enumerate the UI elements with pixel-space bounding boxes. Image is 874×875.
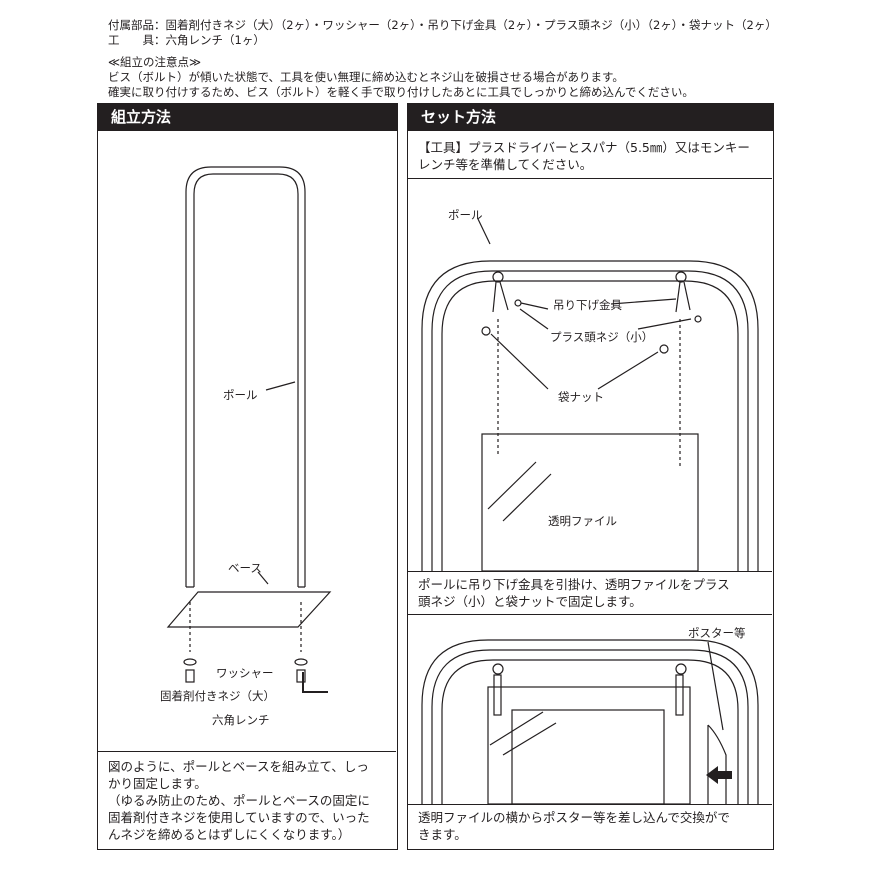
assembly-text: んネジを締めるとはずしにくくなります。）: [108, 827, 351, 842]
caution-title: ≪組立の注意点≫: [108, 55, 202, 69]
label-pole: ポール: [223, 388, 258, 402]
setup-caption-2: 透明ファイルの横からポスター等を差し込んで交換がで きます。: [408, 804, 772, 848]
setup-tools: 【工具】プラスドライバーとスパナ（5.5㎜）又はモンキー レンチ等を準備してくだ…: [408, 131, 772, 179]
label-washer: ワッシャー: [216, 666, 274, 680]
assembly-title: 組立方法: [97, 103, 398, 131]
setup-panel: セット方法 【工具】プラスドライバーとスパナ（5.5㎜）又はモンキー レンチ等を…: [407, 103, 774, 850]
caption-text: きます。: [418, 827, 467, 842]
caution-text-2: 確実に取り付けするため、ビス（ボルト）を軽く手で取り付けしたあとに工具でしっかり…: [108, 85, 694, 99]
caption-text: 頭ネジ（小）と袋ナットで固定します。: [418, 594, 642, 609]
label-poster: ポスター等: [688, 626, 746, 640]
label-file: 透明ファイル: [548, 514, 617, 528]
assembly-text: 固着剤付きネジを使用していますので、いった: [108, 810, 370, 825]
parts-list: 付属部品：固着剤付きネジ（大）（2ヶ）・ワッシャー（2ヶ）・吊り下げ金具（2ヶ）…: [108, 18, 777, 32]
caption-text: 透明ファイルの横からポスター等を差し込んで交換がで: [418, 810, 730, 825]
label-hanger: 吊り下げ金具: [553, 298, 622, 312]
assembly-diagram: ポール ベース ワッシャー 固着剤付きネジ（大） 六角レンチ: [160, 166, 332, 727]
label-screw: 固着剤付きネジ（大）: [160, 689, 275, 703]
label-cap-nut: 袋ナット: [558, 390, 604, 404]
setup-title: セット方法: [407, 103, 774, 131]
caution-text-1: ビス（ボルト）が傾いた状態で、工具を使い無理に締め込むとネジ山を破損させる場合が…: [108, 70, 624, 84]
assembly-panel: 組立方法 ポール ベース ワッシャー 固着剤付きネジ（大） 六角レンチ 図のよう…: [97, 103, 398, 850]
tools-list: 工 具：六角レンチ（1ヶ）: [108, 33, 265, 47]
caption-text: ポールに吊り下げ金具を引掛け、透明ファイルをプラス: [418, 577, 730, 592]
arrow-icon: [706, 766, 732, 784]
assembly-text: かり固定します。: [108, 776, 207, 791]
setup-caption-1: ポールに吊り下げ金具を引掛け、透明ファイルをプラス 頭ネジ（小）と袋ナットで固定…: [408, 571, 772, 615]
setup-diagram-2: ポスター等: [421, 626, 759, 804]
label-wrench: 六角レンチ: [212, 713, 270, 727]
assembly-instructions: 図のように、ポールとベースを組み立て、しっ かり固定します。 （ゆるみ防止のため…: [98, 751, 396, 848]
tools-text: 【工具】プラスドライバーとスパナ（5.5㎜）又はモンキー: [418, 140, 750, 155]
label-pole: ポール: [448, 208, 483, 222]
assembly-text: 図のように、ポールとベースを組み立て、しっ: [108, 759, 369, 774]
label-screw-small: プラス頭ネジ（小）: [550, 330, 653, 344]
tools-text: レンチ等を準備してください。: [418, 157, 593, 172]
assembly-text: （ゆるみ防止のため、ポールとベースの固定に: [108, 793, 370, 808]
setup-diagram-1: ポール 吊り下げ金具 プラス頭ネジ（小） 袋ナット 透明ファイル: [421, 208, 759, 571]
label-base: ベース: [228, 561, 262, 575]
